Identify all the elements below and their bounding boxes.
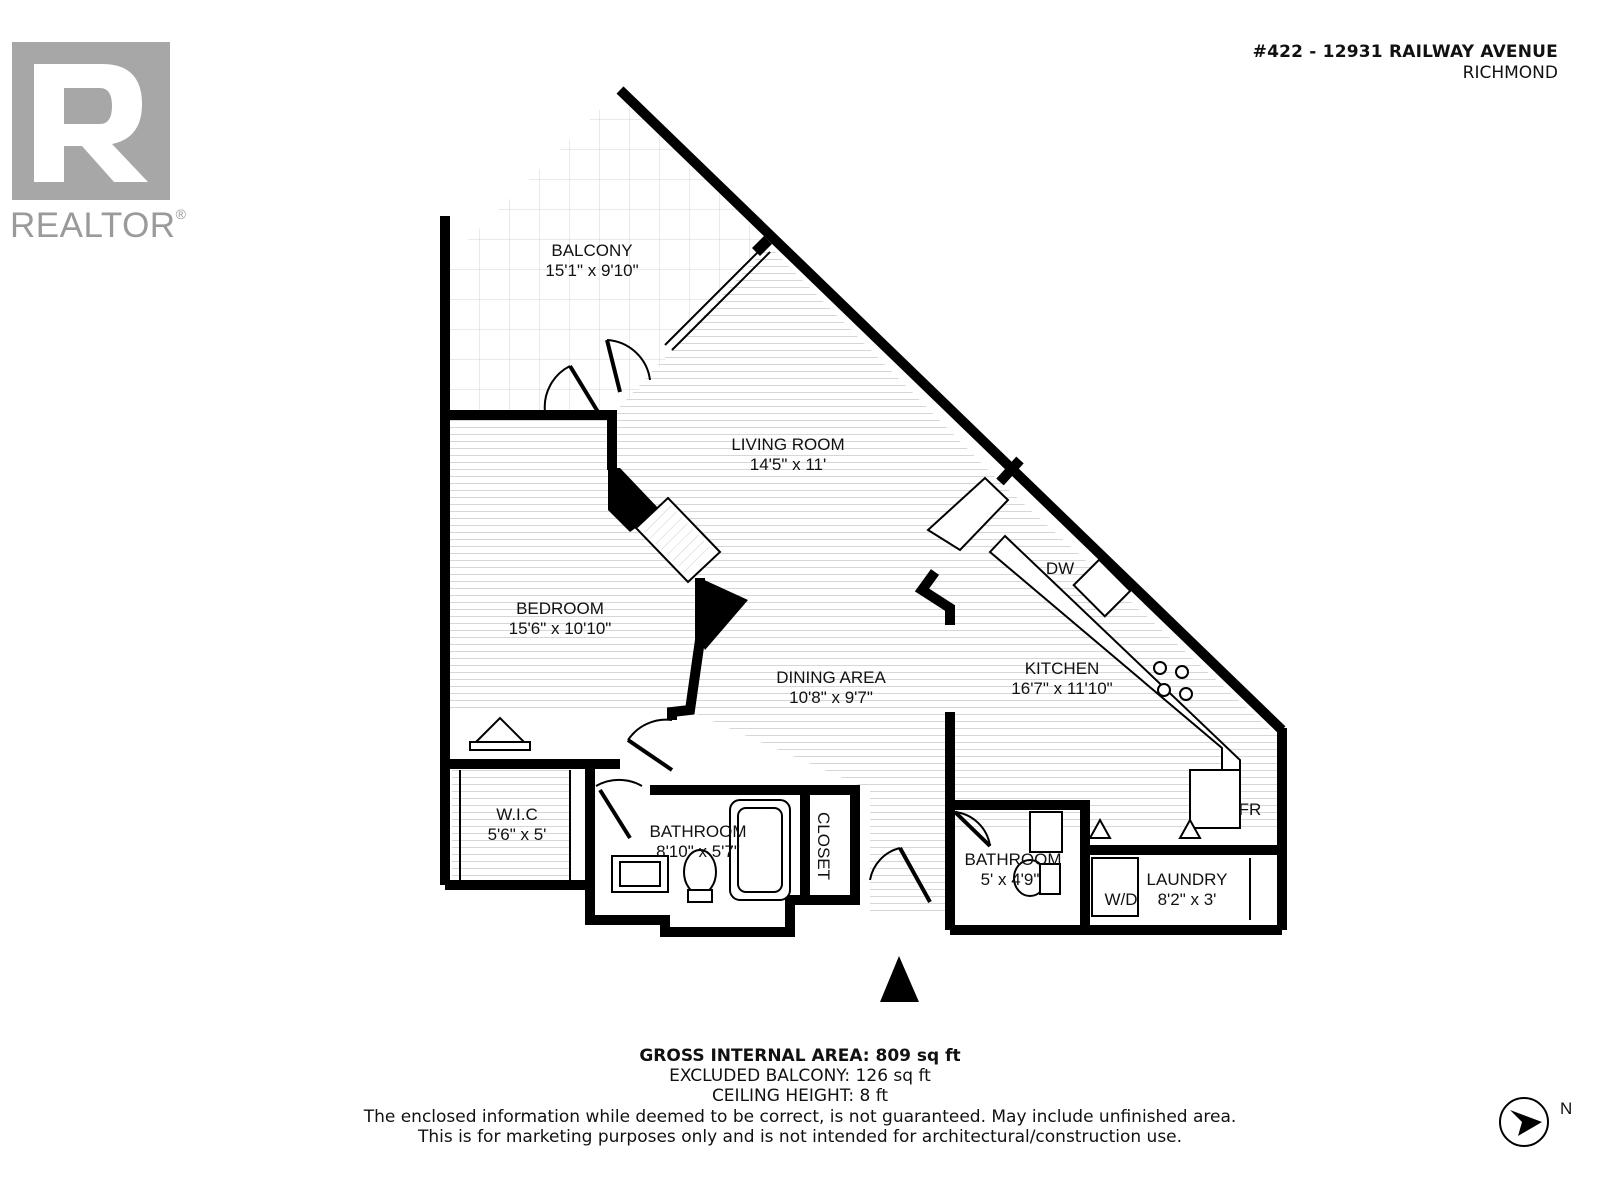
closet-name: CLOSET [814, 812, 833, 880]
wic-name: W.I.C [496, 805, 538, 824]
bathroom-main-name: BATHROOM [650, 822, 747, 841]
fireplace [634, 496, 722, 584]
balcony-sliding-door [462, 245, 771, 419]
room-labels: BALCONY 15'1" x 9'10" LIVING ROOM 14'5" … [488, 241, 1262, 909]
wic-shelves [459, 716, 571, 880]
compass: N [1496, 1092, 1576, 1152]
compass-north-label: N [1560, 1099, 1572, 1118]
wall-blocks [608, 236, 772, 650]
living-room-dims: 14'5" x 11' [750, 455, 826, 474]
laundry-name: LAUNDRY [1147, 870, 1228, 889]
kitchen-name: KITCHEN [1025, 659, 1100, 678]
disclaimer-line-1: The enclosed information while deemed to… [363, 1107, 1237, 1127]
realtor-wordmark: REALTOR® [10, 206, 187, 245]
entrance-arrow-icon [880, 956, 919, 1002]
walls [440, 86, 1287, 937]
washer-dryer-label: W/D [1104, 890, 1137, 909]
dishwasher-label: DW [1046, 559, 1074, 578]
address-street: #422 - 12931 RAILWAY AVENUE [1252, 42, 1558, 62]
address-city: RICHMOND [1462, 63, 1558, 83]
laundry-dims: 8'2" x 3' [1158, 890, 1217, 909]
kitchen-dims: 16'7" x 11'10" [1011, 679, 1112, 698]
compass-icon: N [1499, 1097, 1572, 1147]
wic-dims: 5'6" x 5' [488, 825, 547, 844]
balcony-name: BALCONY [551, 241, 632, 260]
bedroom-dims: 15'6" x 10'10" [509, 619, 612, 638]
property-address: #422 - 12931 RAILWAY AVENUE RICHMOND [1253, 42, 1558, 84]
disclaimer-line-2: This is for marketing purposes only and … [417, 1127, 1183, 1147]
kitchen-counters [926, 476, 1241, 829]
realtor-logo: REALTOR® [10, 42, 186, 252]
ceiling-height: CEILING HEIGHT: 8 ft [711, 1086, 889, 1106]
area-summary: GROSS INTERNAL AREA: 809 sq ft EXCLUDED … [300, 1046, 1300, 1147]
bathroom-main-dims: 8'10" x 5'7" [656, 842, 740, 861]
excluded-balcony: EXCLUDED BALCONY: 126 sq ft [669, 1066, 931, 1086]
floor-fill [448, 90, 1282, 912]
fridge-label: FR [1239, 800, 1262, 819]
living-room-name: LIVING ROOM [731, 435, 844, 454]
realtor-r-mark-icon [12, 42, 170, 200]
doors [543, 339, 992, 903]
bathroom-small-dims: 5' x 4'9" [981, 870, 1040, 889]
dining-area-dims: 10'8" x 9'7" [789, 688, 873, 707]
gross-internal-area: GROSS INTERNAL AREA: 809 sq ft [639, 1046, 961, 1066]
bathroom-small-name: BATHROOM [965, 850, 1062, 869]
balcony-dims: 15'1" x 9'10" [545, 261, 638, 280]
bathroom-fixtures [611, 799, 1251, 920]
dining-area-name: DINING AREA [776, 668, 886, 687]
bedroom-name: BEDROOM [516, 599, 604, 618]
